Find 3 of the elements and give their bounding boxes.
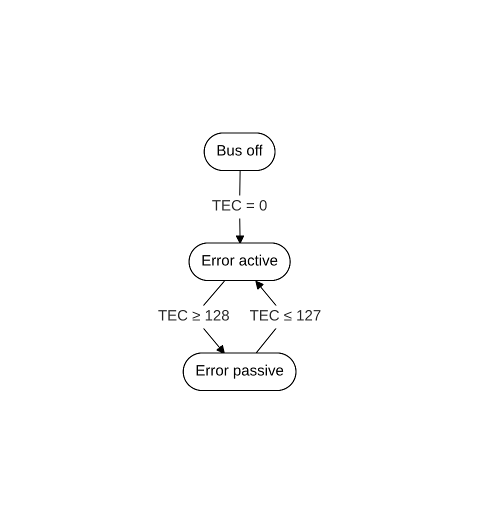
edge-label: TEC ≤ 127 xyxy=(250,307,322,324)
edge-label: TEC = 0 xyxy=(212,197,268,214)
edge-label: TEC ≥ 128 xyxy=(158,307,230,324)
